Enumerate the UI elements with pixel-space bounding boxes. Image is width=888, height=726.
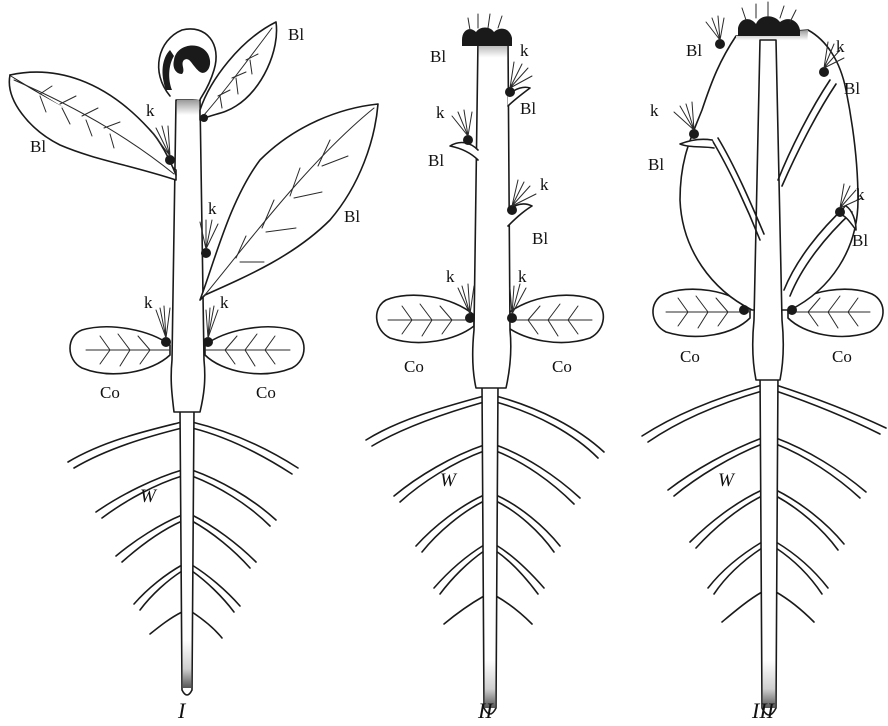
leaf-one-upper-left: [9, 72, 176, 180]
label-k-two-a: k: [520, 41, 529, 60]
label-co-one-b: Co: [256, 383, 276, 402]
figure-label-two: II: [477, 698, 494, 723]
label-k-three-a: k: [836, 37, 845, 56]
label-k-three-c: k: [856, 185, 865, 204]
figure-label-three: III: [751, 698, 776, 723]
label-bl-two-c: Bl: [428, 151, 444, 170]
label-bl-one-c: Bl: [344, 207, 360, 226]
label-bl-two-a: Bl: [430, 47, 446, 66]
root-system-one: [68, 410, 298, 695]
label-k-two-d: k: [446, 267, 455, 286]
plant-three: Bl Bl Bl Bl k k k Co Co W III: [642, 2, 886, 723]
plant-two: Bl Bl Bl Bl k k k k k Co Co W II: [366, 14, 604, 723]
label-bl-two-b: Bl: [520, 99, 536, 118]
label-bl-two-d: Bl: [532, 229, 548, 248]
root-system-three: [642, 372, 886, 715]
label-k-two-b: k: [436, 103, 445, 122]
bud-one-upper-right: [200, 114, 208, 122]
bud-two-mid-left: [452, 110, 473, 145]
label-co-two-a: Co: [404, 357, 424, 376]
bud-three-left: [674, 102, 699, 139]
leaf-one-right: [200, 104, 378, 300]
label-k-one-d: k: [220, 293, 229, 312]
label-w-three: W: [718, 470, 736, 491]
label-k-one-c: k: [144, 293, 153, 312]
bud-three-cot-right: [787, 305, 797, 315]
label-bl-three-b: Bl: [844, 79, 860, 98]
label-bl-one-a: Bl: [288, 25, 304, 44]
figure-label-one: I: [177, 698, 187, 723]
label-bl-three-a: Bl: [686, 41, 702, 60]
label-k-one-b: k: [208, 199, 217, 218]
terminal-bud-one: [159, 29, 216, 100]
label-k-one-a: k: [146, 101, 155, 120]
plant-one: Bl Bl Bl k k k k Co Co W I: [9, 22, 378, 723]
label-bl-one-b: Bl: [30, 137, 46, 156]
bud-three-upper-left: [706, 16, 725, 49]
label-k-two-e: k: [518, 267, 527, 286]
root-system-two: [366, 385, 604, 714]
label-bl-three-c: Bl: [648, 155, 664, 174]
label-co-three-a: Co: [680, 347, 700, 366]
label-co-one-a: Co: [100, 383, 120, 402]
label-k-three-b: k: [650, 101, 659, 120]
label-w-one: W: [140, 486, 158, 507]
label-w-two: W: [440, 470, 458, 491]
label-co-two-b: Co: [552, 357, 572, 376]
terminal-bud-three: [738, 2, 800, 36]
bud-three-cot-left: [739, 305, 749, 315]
terminal-bud-two: [462, 14, 512, 46]
label-co-three-b: Co: [832, 347, 852, 366]
label-bl-three-d: Bl: [852, 231, 868, 250]
label-k-two-c: k: [540, 175, 549, 194]
